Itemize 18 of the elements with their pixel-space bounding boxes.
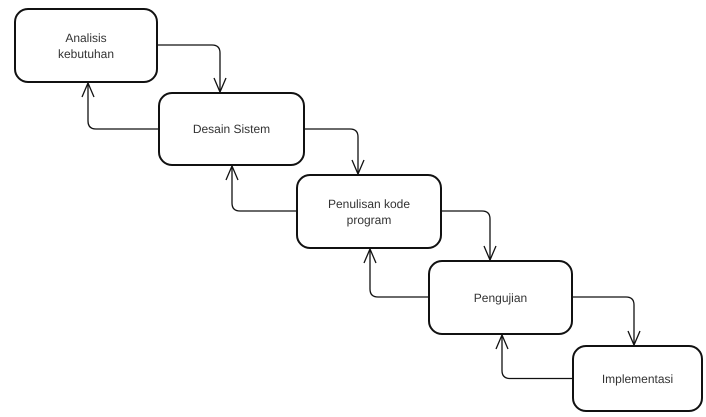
process-box [572, 345, 703, 412]
process-box [14, 8, 158, 83]
arrow [158, 44, 227, 93]
step-label: Penulisan kode program [326, 196, 412, 228]
arrow [363, 248, 428, 298]
step-label: Pengujian [474, 290, 528, 306]
step-label: Implementasi [602, 370, 674, 386]
arrow [573, 296, 641, 346]
process-box [428, 260, 573, 335]
process-box [158, 92, 305, 166]
arrow [225, 165, 296, 212]
arrow [305, 128, 365, 175]
arrow [495, 334, 572, 380]
process-box [296, 174, 442, 249]
step-label: Desain Sistem [192, 121, 270, 137]
step-label: Analisis kebutuhan [56, 30, 116, 62]
arrow [442, 210, 497, 261]
arrow [81, 82, 158, 130]
